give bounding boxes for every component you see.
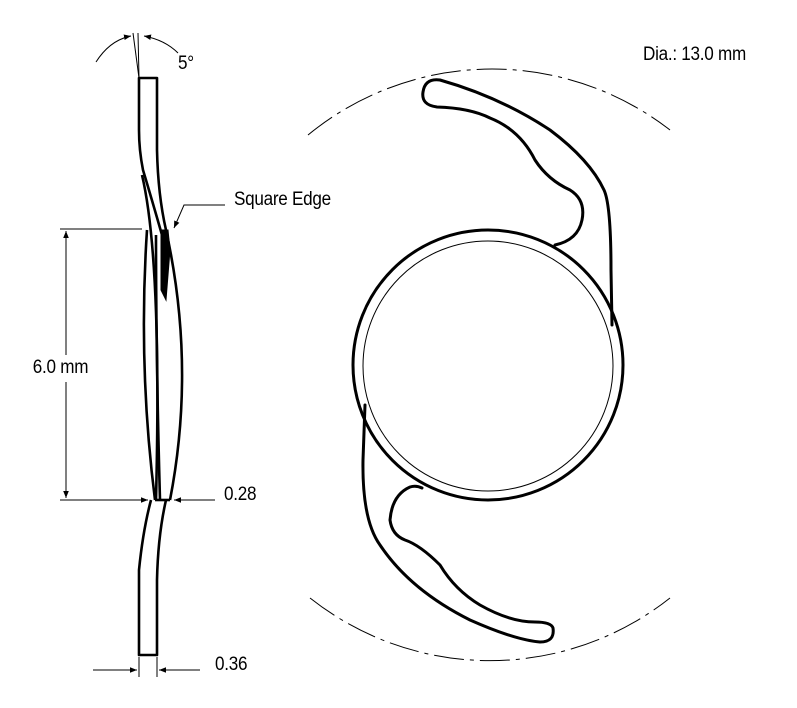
lower-haptic-profile [137, 499, 168, 657]
optic-outer-circle [351, 228, 625, 502]
upper-haptic-profile [137, 76, 168, 237]
square-edge-leader [173, 204, 225, 229]
optic-inner-front [154, 234, 162, 501]
angle-reference-tilted [132, 32, 140, 79]
angle-arc-right [143, 34, 179, 54]
square-edge-block [160, 229, 171, 302]
front-view [307, 68, 671, 662]
diameter-label: Dia.: 13.0 mm [643, 44, 746, 65]
optic-inner-circle [362, 240, 614, 492]
optic-diameter-label: 6.0 mm [31, 357, 90, 379]
overall-diameter-arc-top [307, 68, 671, 136]
lower-haptic [361, 403, 555, 644]
square-edge-label: Square Edge [234, 189, 331, 210]
optic-front-surface [164, 229, 184, 501]
angle-arc-left [95, 34, 132, 63]
angle-reference-vertical [137, 32, 140, 79]
haptic-thickness-label: 0.36 [215, 654, 248, 675]
edge-thickness-label: 0.28 [224, 484, 257, 505]
overall-diameter-arc-bottom [309, 597, 671, 662]
upper-haptic [421, 78, 614, 327]
side-profile-view [60, 32, 225, 677]
angle-label: 5° [178, 53, 194, 74]
optic-back-surface [142, 229, 157, 501]
